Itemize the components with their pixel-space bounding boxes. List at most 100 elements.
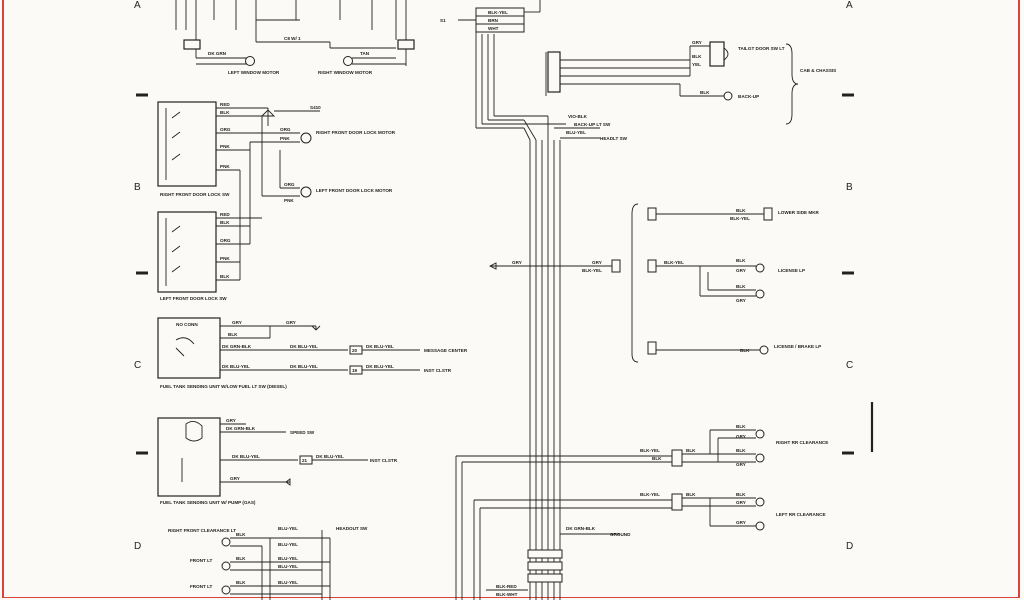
- front-lights-group: RIGHT FRONT CLEARANCE LT FRONT LT FRONT …: [168, 526, 368, 600]
- wire-label: BLK: [220, 110, 230, 115]
- wire-label: GRY: [512, 260, 522, 265]
- wire-label: DK GRN-BLK: [566, 526, 596, 531]
- wire-label: DK GRN-BLK: [222, 344, 252, 349]
- wire-label: BLK: [236, 556, 246, 561]
- component-label: FUEL TANK SENDING UNIT W/LOW FUEL LT SW …: [160, 384, 287, 389]
- wire-label: YEL: [692, 62, 701, 67]
- component-label: CAB & CHASSIS: [800, 68, 836, 73]
- wire-label: PNK: [220, 164, 230, 169]
- zone-label-right-c: C: [846, 360, 853, 371]
- component-label: HEADLT SW: [600, 136, 628, 141]
- wire-label: BLK: [736, 448, 746, 453]
- left-front-door-lock-sw-box: [157, 211, 217, 293]
- window-motor-group: DK GRN TAN LEFT WINDOW MOTOR RIGHT WINDO…: [175, 0, 415, 75]
- fuel-tank-unit-box-2: [157, 417, 221, 497]
- wire-label: PNK: [284, 198, 294, 203]
- wire-label: PNK: [280, 136, 290, 141]
- wire-label: BLK: [220, 220, 230, 225]
- wire-label: DK BLU-YEL: [232, 454, 260, 459]
- legend-label: C8 W/ 1: [284, 36, 301, 41]
- component-label: TAILGT DOOR SW LT: [738, 46, 785, 51]
- wire-label: BLK-YEL: [730, 216, 750, 221]
- component-label: LOWER SIDE MKR: [778, 210, 820, 215]
- wire-label: DK BLU-YEL: [366, 364, 394, 369]
- connector-label: S1: [440, 18, 446, 23]
- wire-label: BLK-WHT: [496, 592, 518, 597]
- component-label: LEFT FRONT DOOR LOCK SW: [160, 296, 227, 301]
- wire-label: GRY: [226, 418, 236, 423]
- wire-label: BLK: [736, 258, 746, 263]
- wire-label: GRY: [232, 320, 242, 325]
- connector-label: 19: [352, 368, 358, 373]
- zone-label-left-a: A: [134, 0, 141, 11]
- wire-label: BLK-YEL: [582, 268, 602, 273]
- wire-label: VIO-BLK: [568, 114, 588, 119]
- wire-label: BLK-RED: [496, 584, 517, 589]
- component-label: LEFT WINDOW MOTOR: [228, 70, 280, 75]
- wire-label: ORG: [220, 127, 231, 132]
- wire-label: BLK-YEL: [664, 260, 684, 265]
- wire-label: BLK: [228, 332, 238, 337]
- wire-label: GRY: [736, 434, 746, 439]
- component-label: BACK-UP: [738, 94, 759, 99]
- component-label: FRONT LT: [190, 558, 213, 563]
- connector-label: 20: [352, 348, 358, 353]
- wire-label: GRY: [286, 320, 296, 325]
- wire-label: RED: [220, 102, 230, 107]
- wire-label: BLK: [686, 448, 696, 453]
- wire-label: PNK: [220, 144, 230, 149]
- wire-label: WHT: [488, 26, 499, 31]
- wire-label: DK GRN-BLK: [226, 426, 256, 431]
- wire-label: TAN: [360, 51, 370, 56]
- component-label: LICENSE / BRAKE LP: [774, 344, 821, 349]
- wire-label: BLK: [736, 284, 746, 289]
- zone-label-left-d: D: [134, 541, 141, 552]
- component-label: FRONT LT: [190, 584, 213, 589]
- wire-label: DK BLU-YEL: [222, 364, 250, 369]
- wire-label: BLK-YEL: [488, 10, 508, 15]
- wire-label: ORG: [284, 182, 295, 187]
- wire-label: BRN: [488, 18, 499, 23]
- component-label: LICENSE LP: [778, 268, 805, 273]
- connector-label: 21: [302, 458, 308, 463]
- wire-label: GRY: [230, 476, 240, 481]
- component-label: HEADOUT SW: [336, 526, 368, 531]
- wire-label: BLK: [692, 54, 702, 59]
- zone-label-right-b: B: [846, 182, 853, 193]
- wire-label: BLK: [736, 492, 746, 497]
- component-label: MESSAGE CENTER: [424, 348, 468, 353]
- component-label: SPEED SW: [290, 430, 315, 435]
- component-label: INST CLSTR: [424, 368, 452, 373]
- wire-label: DK BLU-YEL: [366, 344, 394, 349]
- wire-label: DK BLU-YEL: [290, 344, 318, 349]
- door-lock-group: RED BLK ORG PNK PNK ORG PNK ORG PNK S410…: [157, 101, 396, 301]
- wire-label: GRY: [736, 520, 746, 525]
- splice-label: S410: [310, 105, 321, 110]
- wire-label: BLK: [236, 532, 246, 537]
- component-label: LEFT FRONT DOOR LOCK MOTOR: [316, 188, 393, 193]
- component-label: RIGHT FRONT CLEARANCE LT: [168, 528, 236, 533]
- fuel-tank-unit-box-1: [157, 317, 221, 379]
- component-label: RIGHT WINDOW MOTOR: [318, 70, 373, 75]
- wire-label: BLK: [220, 274, 230, 279]
- wire-label: GRY: [692, 40, 702, 45]
- component-label: FUEL TANK SENDING UNIT W/ PUMP (GAS): [160, 500, 256, 505]
- component-label: BACK-UP LT SW: [574, 122, 611, 127]
- wire-label: BLK: [740, 348, 750, 353]
- component-label: LEFT RR CLEARANCE: [776, 512, 826, 517]
- wire-label: GRY: [736, 298, 746, 303]
- wire-label: BLK: [652, 456, 662, 461]
- wire-label: BLK: [686, 492, 696, 497]
- component-label: RIGHT FRONT DOOR LOCK MOTOR: [316, 130, 396, 135]
- wire-label: BLU-YEL: [278, 556, 298, 561]
- wire-label: RED: [220, 212, 230, 217]
- wire-label: BLU-YEL: [278, 542, 298, 547]
- wire-label: BLU-YEL: [566, 130, 586, 135]
- fuel-tank-group: NO CONN GRY GRY BLK DK GRN-BLK DK BLU-YE…: [157, 317, 468, 505]
- wire-label: GRY: [736, 500, 746, 505]
- wire-label: PNK: [220, 256, 230, 261]
- zone-label-right-a: A: [846, 0, 853, 11]
